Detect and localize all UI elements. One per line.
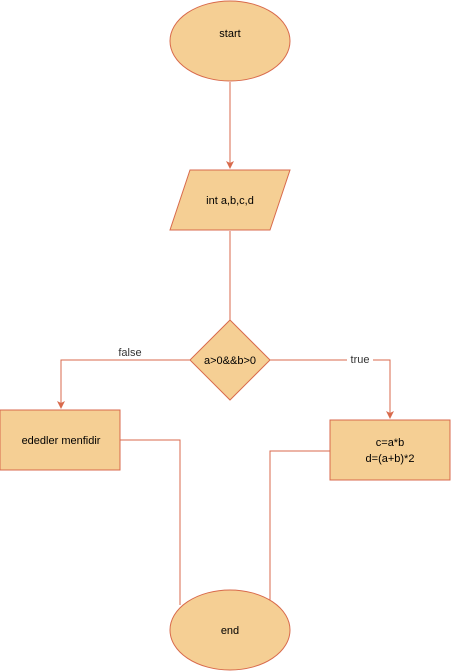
input-node: int a,b,c,d [169,169,291,231]
end-label: end [221,625,239,637]
input-parallelogram [169,169,291,231]
false-branch-label: ededler menfidir [22,435,101,447]
edge-label-true: true [351,354,370,366]
start-ellipse [169,0,291,82]
edge-decision-false [57,359,190,409]
edge-false-to-end [120,439,181,605]
edges-group [57,82,394,605]
end-node: end [169,589,291,671]
edge-labels-group: false true [114,346,373,366]
decision-diamond [189,319,271,401]
false-branch-node: ededler menfidir [0,409,121,471]
start-label: start [219,28,240,40]
edge-decision-true [270,359,394,419]
end-ellipse [169,589,291,671]
input-label: int a,b,c,d [206,195,254,207]
decision-node: a>0&&b>0 [189,319,271,401]
true-branch-rect [329,419,451,481]
edge-label-false: false [118,347,141,359]
decision-label: a>0&&b>0 [204,355,256,367]
edge-true-to-end [269,450,330,601]
start-node: start [169,0,291,82]
false-branch-rect [0,409,121,471]
true-branch-label-line2: d=(a+b)*2 [366,453,415,465]
true-branch-node: c=a*b d=(a+b)*2 [329,419,451,481]
true-branch-label-line1: c=a*b [376,437,404,449]
